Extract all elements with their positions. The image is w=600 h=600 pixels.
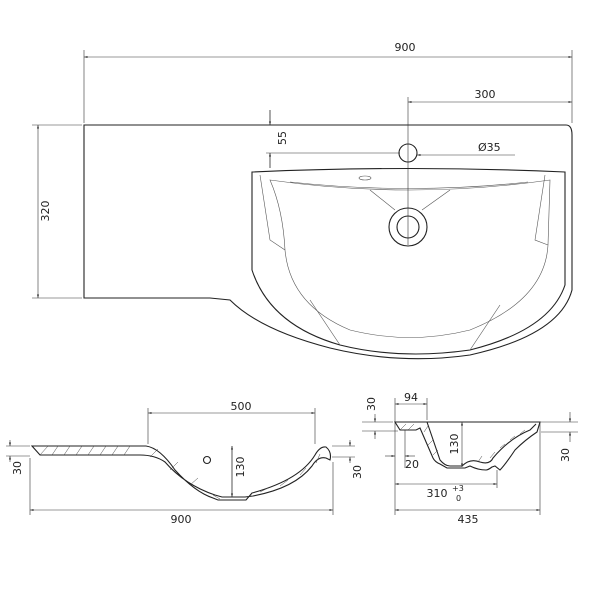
tolerance-upper: +3	[452, 484, 464, 493]
dim-top-width: 900	[395, 41, 416, 54]
dim-inner-depth: 310	[427, 487, 448, 500]
dim-hole-offset: 55	[276, 131, 289, 145]
basin-rim	[251, 167, 566, 355]
dim-offset: 20	[405, 458, 419, 471]
dim-hole-diameter: Ø35	[478, 141, 501, 154]
dim-side-bowl-depth: 130	[448, 434, 461, 455]
dim-right-thickness: 30	[351, 465, 364, 479]
dim-bowl-depth: 130	[234, 457, 247, 478]
top-view-outline	[83, 124, 573, 360]
dim-faucet-offset: 300	[475, 88, 496, 101]
dim-left-thickness: 30	[11, 461, 24, 475]
basin-inner	[269, 179, 551, 338]
front-view: 500 130 900 30 30	[6, 400, 364, 526]
tolerance-lower: 0	[456, 494, 461, 503]
dim-front-width: 900	[171, 513, 192, 526]
dim-rim-thickness: 30	[365, 397, 378, 411]
dim-side-right-thickness: 30	[559, 448, 572, 462]
front-view-section	[30, 445, 332, 501]
side-view: 94 30 130 20 310 +3 0 435 30	[362, 391, 578, 526]
dim-depth: 320	[39, 201, 52, 222]
dim-side-depth: 435	[458, 513, 479, 526]
top-view: 900 300 55 Ø35 320	[32, 41, 573, 360]
dim-bowl-width: 500	[231, 400, 252, 413]
side-view-section	[394, 421, 541, 471]
dim-rim-width: 94	[404, 391, 418, 404]
